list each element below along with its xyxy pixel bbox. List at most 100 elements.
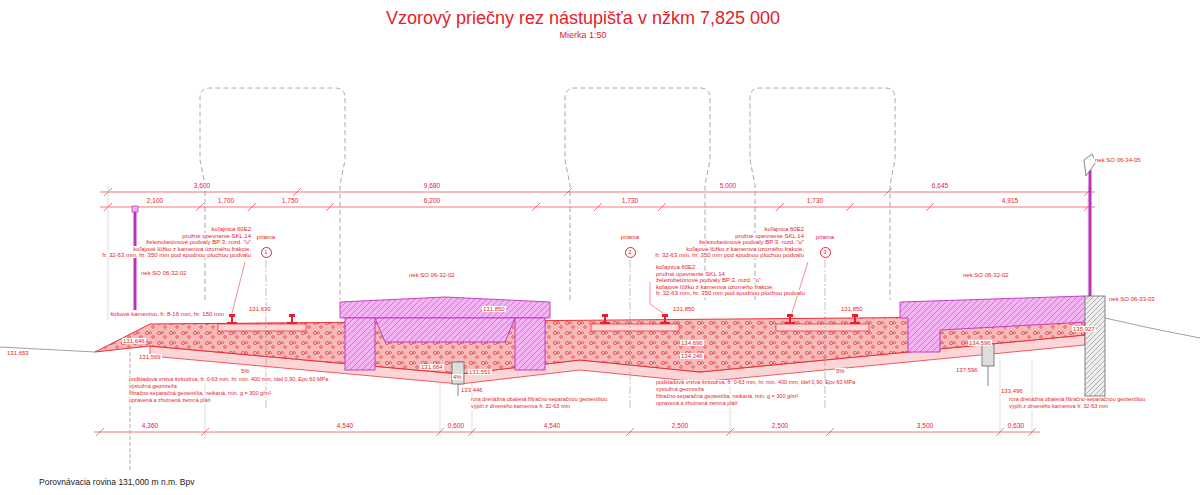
elevation: 131,646 <box>122 338 146 344</box>
dimension: 4,540 <box>543 423 561 430</box>
dimension: 3,500 <box>916 423 934 430</box>
dimension: 0,630 <box>1007 423 1025 430</box>
rail-symbol <box>660 314 670 324</box>
leader-line <box>792 262 808 313</box>
sleepers <box>218 324 306 331</box>
extension-lines <box>108 186 1088 438</box>
elevation: 133,496 <box>1000 388 1024 394</box>
dimension-lines <box>96 428 1036 436</box>
dimension: 4,915 <box>1001 198 1019 205</box>
dimension: 1,730 <box>621 198 639 205</box>
dimension: 4,540 <box>336 423 354 430</box>
fence <box>1085 296 1105 396</box>
callout-note: koľajnica 60E2 <box>211 226 252 232</box>
elevation: 133,446 <box>460 387 484 393</box>
layer-note: filtračno-separačná geotextília, netkaná… <box>128 391 272 397</box>
callout-note: pružné upevnenie SKL 14 <box>655 271 726 277</box>
fence <box>130 352 131 470</box>
slope: 4% <box>452 374 463 380</box>
slope: 5% <box>835 368 846 374</box>
fence <box>1089 170 1092 296</box>
train-gauge <box>750 88 895 300</box>
layer-note: výstužná geomreža <box>655 387 705 393</box>
dimension: 6,645 <box>931 183 949 190</box>
track-axis <box>630 260 631 410</box>
fence <box>130 154 1105 470</box>
drain-pipe <box>988 366 989 386</box>
drain-pipe <box>458 384 459 396</box>
layer-note: výstužná geomreža <box>128 384 178 390</box>
rail-symbol <box>785 314 795 324</box>
elevation: 131,653 <box>6 350 30 356</box>
rail-symbol <box>850 314 860 324</box>
extension-lines <box>108 186 1088 320</box>
axis-label: priama <box>815 234 835 240</box>
elevation: 131,850 <box>840 306 864 312</box>
reference-note: nek SO 06-32-02 <box>408 272 456 278</box>
fence <box>132 206 138 212</box>
rail-symbol <box>600 314 610 324</box>
callout-number: 3 <box>823 249 826 255</box>
train-gauge <box>565 88 710 300</box>
dimension: 5,000 <box>719 183 737 190</box>
dimension: 4,360 <box>141 423 159 430</box>
dimension: 0,600 <box>447 423 465 430</box>
layer-note: rúra drenážna obalená filtračno-separačn… <box>1008 397 1146 403</box>
track-axis <box>825 260 826 410</box>
reference-note: nek SO 06-33-03 <box>1108 296 1156 302</box>
platform <box>375 318 515 342</box>
slope: 5% <box>240 368 251 374</box>
elevation: 134,696 <box>680 340 704 346</box>
dimension: 6,200 <box>423 198 441 205</box>
elevation: 134,246 <box>680 353 704 359</box>
callout-note: koľajnica 60E2 <box>655 264 696 270</box>
layer-note: podkladová vrstva štrkodrva, fr. 0-63 mm… <box>128 377 329 383</box>
callout-note: koľajnica 60E2 <box>764 226 805 232</box>
sleepers <box>776 324 869 331</box>
layer-note: upravená a zhutnená zemná pláň <box>655 401 739 407</box>
layer-note: rúra drenážna obalená filtračno-separačn… <box>470 397 608 403</box>
elevation: 131,664 <box>420 364 444 370</box>
train-gauge <box>200 88 345 300</box>
layer-note: filtračno-separačná geotextília, netkaná… <box>655 394 799 400</box>
elevation: 131,850 <box>672 306 696 312</box>
sleepers <box>591 324 679 331</box>
train-gauge <box>200 88 895 300</box>
fence <box>134 212 137 310</box>
dimension: 3,600 <box>193 183 211 190</box>
drain-pipe <box>982 344 994 366</box>
scale-note: Mierka 1:50 <box>558 31 607 40</box>
callout-note: fr. 32-63 mm, hr. 350 mm pod spodnou plo… <box>654 252 805 258</box>
drawing-title: Vzorový priečny rez nástupišťa v nžkm 7,… <box>386 9 780 27</box>
rail-symbol <box>227 314 237 324</box>
rail-symbol <box>227 314 860 324</box>
layer-note: podkladová vrstva štrkodrva, fr. 0-63 mm… <box>655 380 856 386</box>
rail-symbol <box>287 314 297 324</box>
track-axis <box>266 260 825 410</box>
reference-note: nek SO 06-32-02 <box>140 270 188 276</box>
dimension: 9,680 <box>423 183 441 190</box>
platform <box>340 296 1088 370</box>
dimension: 1,730 <box>806 198 824 205</box>
elevation: 134,596 <box>968 340 992 346</box>
callout-note: koľajové lôžko z kameniva úzorného frakc… <box>132 246 252 252</box>
axis-label: priama <box>620 234 640 240</box>
dimension: 2,500 <box>671 423 689 430</box>
platform <box>345 318 375 370</box>
axis-number-circle: 2 <box>625 247 636 258</box>
layer-note: výplň z drveného kameniva fr. 32-63 mm <box>1008 404 1109 410</box>
elevation: 135,927 <box>1072 326 1096 332</box>
leader-line <box>232 262 808 313</box>
callout-number: 2 <box>628 249 631 255</box>
callout-note: železobetónové podvaly BP 3, rozd. "u" <box>145 239 252 245</box>
axis-number-circle: 3 <box>820 247 831 258</box>
layer-note: štrkové kamenivo, fr. 8-16 mm, hr. 150 m… <box>109 311 225 317</box>
axis-label: priama <box>256 234 276 240</box>
callout-note: pružné upevnenie SKL 14 <box>181 233 252 239</box>
elevation: 131,551 <box>468 369 492 375</box>
callout-note: železobetónové podvaly BP 3, rozd. "u" <box>698 239 805 245</box>
dimension-lines <box>100 192 1095 193</box>
axis-number-circle: 1 <box>261 247 272 258</box>
dimension-lines <box>104 203 1092 211</box>
